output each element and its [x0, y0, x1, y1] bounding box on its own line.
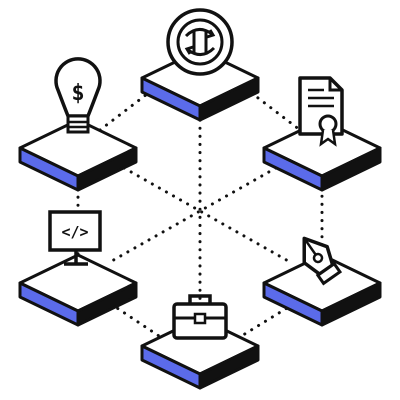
currency-exchange-icon [166, 8, 234, 76]
edge-currency-certificate [243, 86, 302, 132]
node-idea-money: $ [18, 57, 138, 192]
code-glyph: </> [61, 223, 88, 241]
dollar-lightbulb-icon: $ [54, 57, 102, 134]
node-briefcase [140, 294, 260, 390]
node-currency [140, 8, 260, 122]
node-pen-tool [262, 236, 382, 327]
dollar-glyph: $ [71, 81, 84, 106]
edge-pen-briefcase [233, 298, 302, 342]
briefcase-icon [172, 294, 228, 340]
node-code: </> [18, 210, 138, 327]
certificate-document-icon [298, 76, 344, 147]
node-certificate [262, 76, 382, 192]
pen-nib-icon [302, 236, 343, 286]
code-monitor-icon: </> [48, 210, 102, 266]
